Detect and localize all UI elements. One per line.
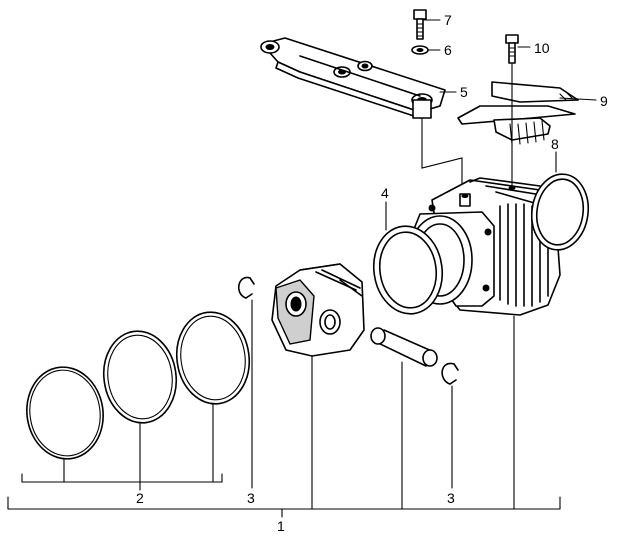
cylinder-base-gasket-4 bbox=[372, 225, 444, 315]
callout-5: 5 bbox=[460, 84, 468, 100]
piston-ring-top bbox=[175, 311, 251, 405]
piston bbox=[271, 263, 365, 357]
piston-ring-oil bbox=[26, 366, 104, 460]
rocker-cover-plate bbox=[260, 37, 446, 119]
callout-1: 1 bbox=[277, 518, 285, 534]
callout-6: 6 bbox=[444, 42, 452, 58]
leader-lines bbox=[7, 19, 597, 518]
callout-3-left: 3 bbox=[247, 490, 255, 506]
callout-2: 2 bbox=[136, 490, 144, 506]
callout-3-right: 3 bbox=[447, 490, 455, 506]
callout-10: 10 bbox=[534, 40, 550, 56]
bolt-10 bbox=[505, 34, 519, 64]
air-deflector-plate bbox=[457, 81, 579, 145]
callout-labels: 7 6 5 10 9 8 4 2 3 3 1 bbox=[136, 12, 608, 534]
piston-ring-middle bbox=[102, 330, 178, 424]
circlip-right bbox=[441, 362, 459, 385]
callout-4: 4 bbox=[381, 185, 389, 201]
head-seal-ring-8 bbox=[530, 173, 590, 251]
washer-6 bbox=[411, 45, 429, 55]
bolt-7 bbox=[413, 9, 427, 40]
callout-7: 7 bbox=[444, 12, 452, 28]
assembly-line-5 bbox=[421, 117, 463, 197]
callout-9: 9 bbox=[600, 93, 608, 109]
circlip-left bbox=[238, 276, 255, 299]
piston-pin bbox=[370, 327, 438, 367]
callout-8: 8 bbox=[551, 136, 559, 152]
